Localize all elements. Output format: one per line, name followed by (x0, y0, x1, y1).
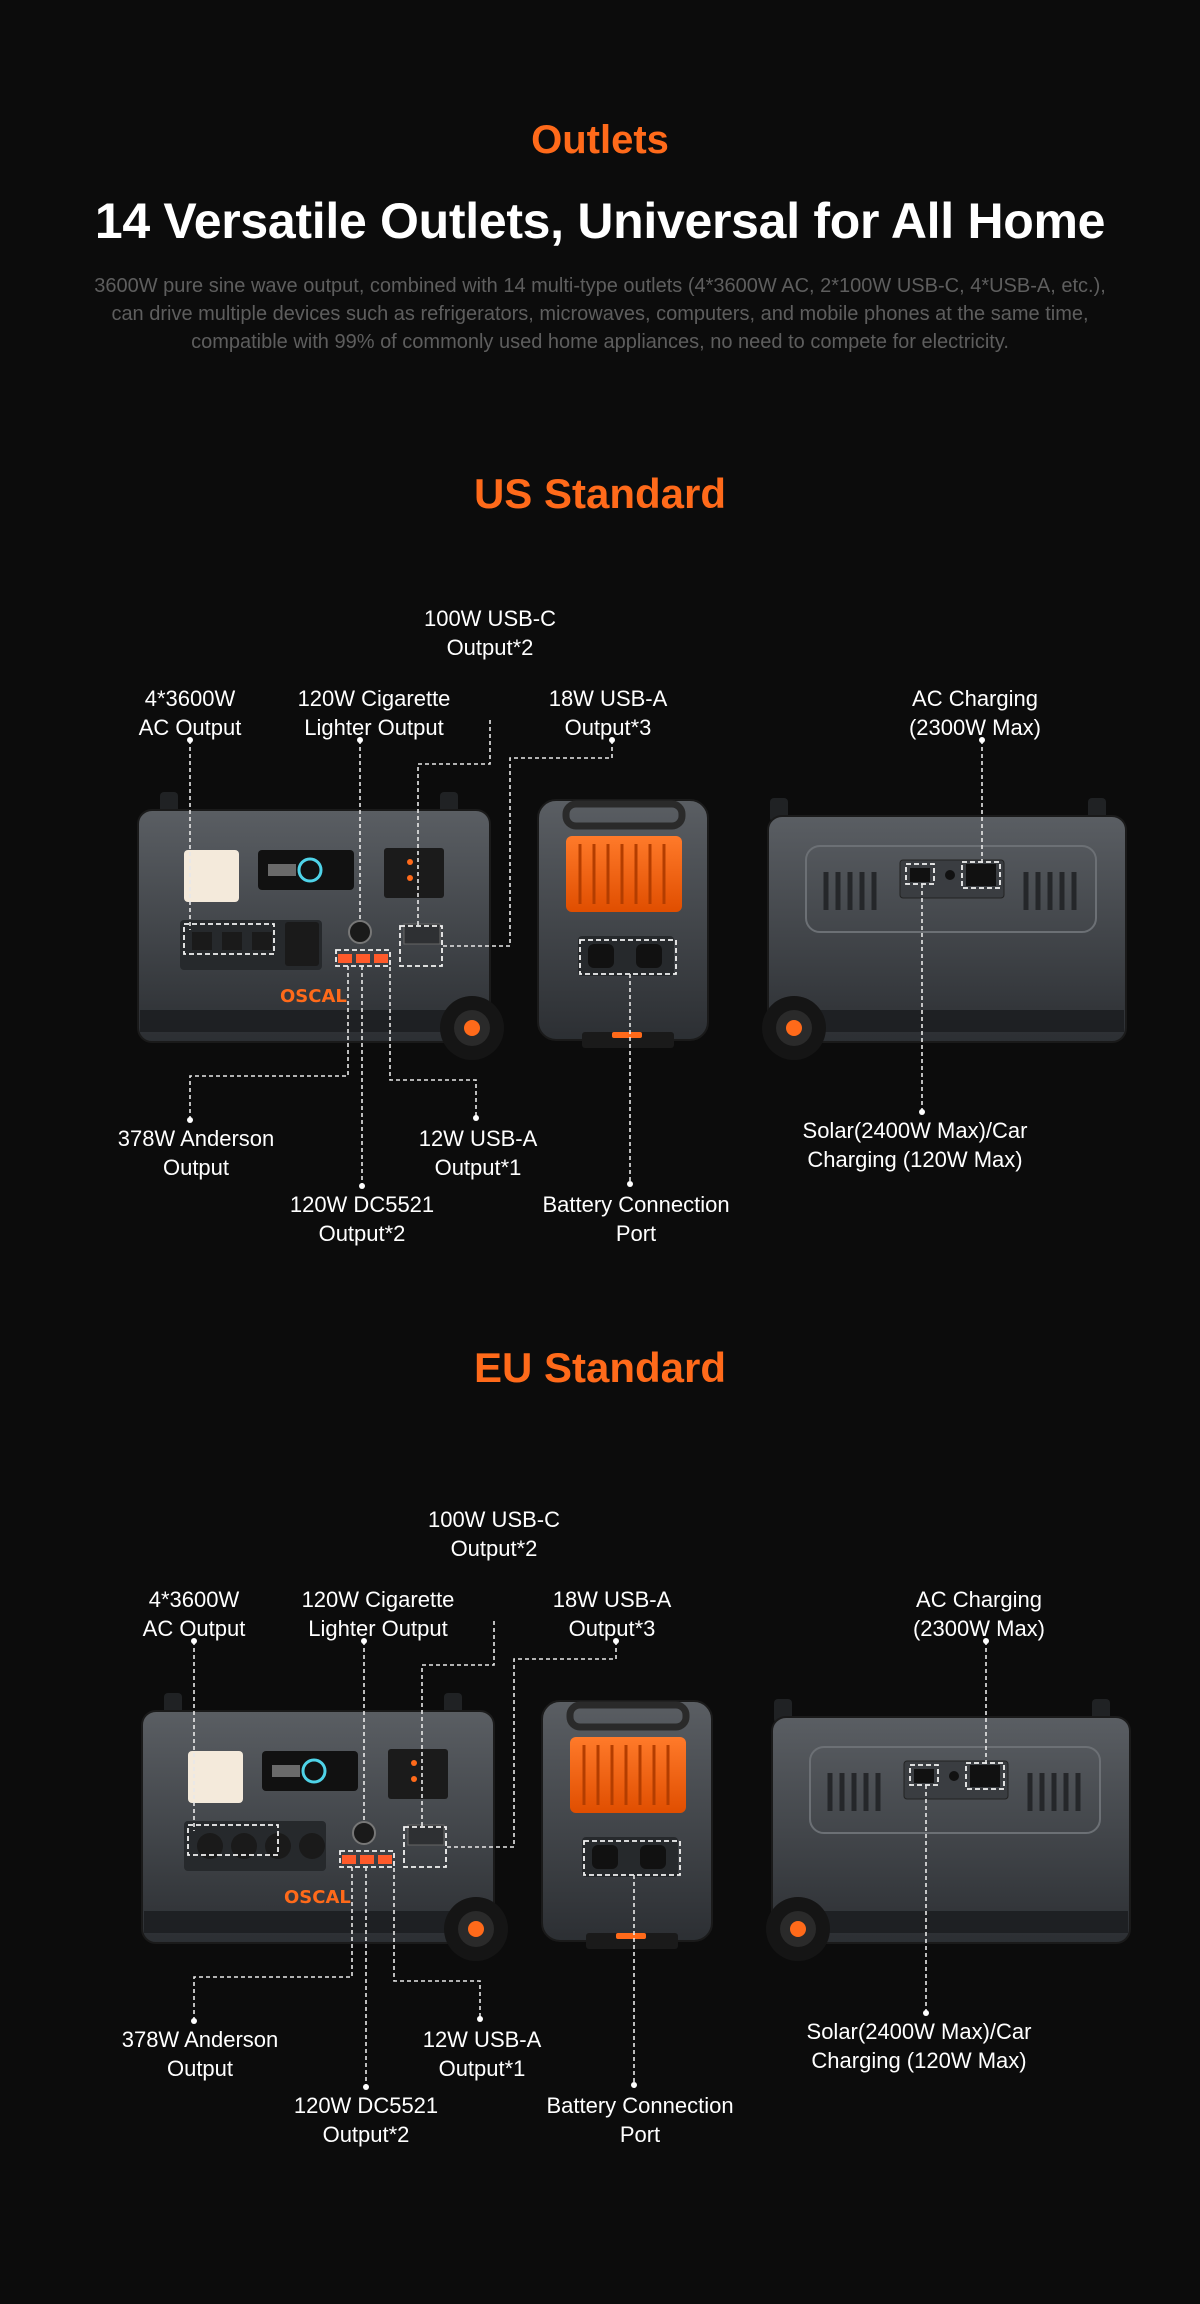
product-illustrations: OSCAL (137, 720, 1127, 1189)
callout-usba18: 18W USB-A Output*3 (553, 1585, 672, 1643)
battery-expansion-unit (537, 799, 709, 1048)
callout-solar-line1: Solar(2400W Max)/Car (806, 2019, 1032, 2044)
callout-usbc: 100W USB-C Output*2 (424, 604, 556, 662)
callout-dc-line1: 120W DC5521 (289, 1192, 435, 1217)
callout-usba12: 12W USB-A Output*1 (423, 2025, 542, 2083)
battery-expansion-unit (541, 1700, 713, 1949)
main-power-station: OSCAL (137, 792, 504, 1060)
page-title: 14 Versatile Outlets, Universal for All … (94, 193, 1106, 249)
callout-anderson-line1: 378W Anderson (117, 1126, 275, 1151)
brand-logo: OSCAL (280, 986, 347, 1007)
callout-acchg-line2: (2300W Max) (912, 1616, 1046, 1641)
section-eyebrow: Outlets (531, 118, 669, 162)
callout-usba18-line2: Output*3 (564, 715, 652, 740)
callout-solar-line2: Charging (120W Max) (807, 1147, 1023, 1172)
callout-dc-line1: 120W DC5521 (293, 2093, 439, 2118)
callout-acchg-line2: (2300W Max) (908, 715, 1042, 740)
callout-ac: 4*3600W AC Output (139, 684, 242, 742)
callout-cig-line2: Lighter Output (308, 1616, 448, 1641)
callout-usbc-line2: Output*2 (450, 1536, 538, 1561)
callout-cig-line2: Lighter Output (304, 715, 444, 740)
callout-usba18-line1: 18W USB-A (548, 686, 668, 711)
callout-usba12-line2: Output*1 (438, 2056, 526, 2081)
callout-usba12: 12W USB-A Output*1 (419, 1124, 538, 1182)
callout-battery-line2: Port (615, 1221, 657, 1246)
callout-battery-line2: Port (619, 2122, 661, 2147)
callout-usbc-line2: Output*2 (446, 635, 534, 660)
callout-cig-line1: 120W Cigarette (297, 686, 451, 711)
main-power-station: OSCAL (141, 1693, 508, 1961)
callout-anderson-line2: Output (166, 2056, 234, 2081)
callout-usba18: 18W USB-A Output*3 (549, 684, 668, 742)
eu-standard-title: EU Standard (473, 1344, 727, 1391)
callout-usbc-line1: 100W USB-C (427, 1507, 561, 1532)
callout-anderson-line2: Output (162, 1155, 230, 1180)
callout-acchg: AC Charging (2300W Max) (909, 684, 1041, 742)
callout-ac-line1: 4*3600W (144, 686, 236, 711)
callout-solar-line1: Solar(2400W Max)/Car (802, 1118, 1028, 1143)
callout-usba12-line1: 12W USB-A (422, 2027, 542, 2052)
callout-usbc: 100W USB-C Output*2 (428, 1505, 560, 1563)
callout-dc-line2: Output*2 (322, 2122, 410, 2147)
callout-battery-line1: Battery Connection (542, 1192, 730, 1217)
callout-acchg: AC Charging (2300W Max) (913, 1585, 1045, 1643)
callout-ac-line1: 4*3600W (148, 1587, 240, 1612)
product-illustrations: OSCAL (141, 1621, 1131, 2090)
callout-usba12-line2: Output*1 (434, 1155, 522, 1180)
callout-ac-line2: AC Output (142, 1616, 246, 1641)
callout-usbc-line1: 100W USB-C (423, 606, 557, 631)
callout-usba18-line1: 18W USB-A (552, 1587, 672, 1612)
callout-solar-line2: Charging (120W Max) (811, 2048, 1027, 2073)
brand-logo: OSCAL (284, 1887, 351, 1908)
rear-view-unit (766, 1699, 1131, 1961)
callout-usba18-line2: Output*3 (568, 1616, 656, 1641)
callout-battery-line1: Battery Connection (546, 2093, 734, 2118)
callout-ac: 4*3600W AC Output (143, 1585, 246, 1643)
callout-anderson-line1: 378W Anderson (121, 2027, 279, 2052)
callout-ac-line2: AC Output (138, 715, 242, 740)
callout-acchg-line1: AC Charging (912, 686, 1038, 711)
callout-acchg-line1: AC Charging (916, 1587, 1042, 1612)
page-description: 3600W pure sine wave output, combined wi… (94, 275, 1106, 353)
callout-cig-line1: 120W Cigarette (301, 1587, 455, 1612)
us-standard-title: US Standard (473, 470, 727, 517)
callout-dc-line2: Output*2 (318, 1221, 406, 1246)
rear-view-unit (762, 798, 1127, 1060)
callout-usba12-line1: 12W USB-A (418, 1126, 538, 1151)
